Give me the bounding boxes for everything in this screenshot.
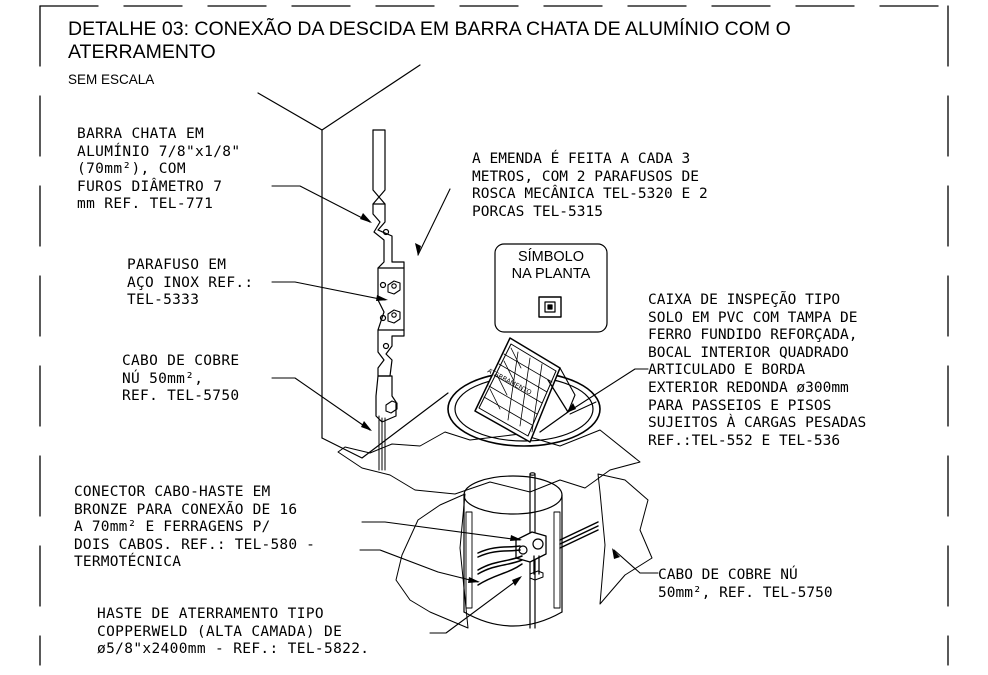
sheet-frame bbox=[39, 5, 949, 666]
annotation-caixa-inspecao: CAIXA DE INSPEÇÃO TIPO SOLO EM PVC COM T… bbox=[648, 292, 867, 449]
leader-arrowheads bbox=[360, 213, 620, 586]
vertical-copper-cable bbox=[378, 415, 386, 471]
annotation-emenda: A EMENDA É FEITA A CADA 3 METROS, COM 2 … bbox=[472, 151, 708, 220]
plan-symbol-label-line1: SÍMBOLO bbox=[517, 249, 585, 265]
plan-symbol-box bbox=[494, 243, 608, 333]
annotation-cabo-cobre-vertical: CABO DE COBRE NÚ 50mm², REF. TEL-5750 bbox=[122, 353, 240, 405]
leader-lines bbox=[271, 185, 659, 634]
annotation-barra-chata: BARRA CHATA EM ALUMÍNIO 7/8"x1/8" (70mm²… bbox=[77, 126, 241, 213]
ground-surface bbox=[337, 429, 653, 629]
wall bbox=[257, 64, 449, 459]
bar-holes bbox=[379, 228, 390, 350]
horizontal-copper-cables bbox=[477, 521, 599, 586]
ground-pit bbox=[463, 475, 563, 627]
annotation-conector: CONECTOR CABO-HASTE EM BRONZE PARA CONEX… bbox=[74, 484, 316, 571]
annotation-parafuso: PARAFUSO EM AÇO INOX REF.: TEL-5333 bbox=[127, 257, 254, 309]
annotation-haste: HASTE DE ATERRAMENTO TIPO COPPERWELD (AL… bbox=[97, 606, 370, 658]
flat-bar bbox=[372, 129, 405, 423]
annotation-cabo-cobre-horizontal: CABO DE COBRE NÚ 50mm², REF. TEL-5750 bbox=[658, 567, 833, 601]
stainless-bolts bbox=[385, 280, 401, 414]
plan-symbol-label-line2: NA PLANTA bbox=[511, 266, 591, 282]
plan-symbol-label: SÍMBOLO NA PLANTA bbox=[495, 249, 607, 283]
inspection-box bbox=[447, 337, 601, 447]
scale-note: SEM ESCALA bbox=[68, 72, 155, 87]
detail-title: DETALHE 03: CONEXÃO DA DESCIDA EM BARRA … bbox=[68, 18, 791, 63]
